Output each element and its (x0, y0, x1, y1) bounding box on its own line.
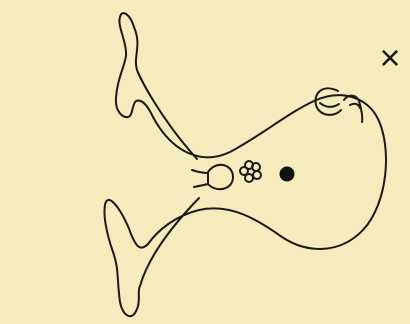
flower-granule (240, 161, 261, 182)
hook-appendage (316, 88, 341, 114)
bulb (208, 165, 233, 189)
dark-granule (280, 167, 294, 181)
corner-cross-mark: × (379, 37, 400, 78)
stalk (192, 170, 208, 173)
